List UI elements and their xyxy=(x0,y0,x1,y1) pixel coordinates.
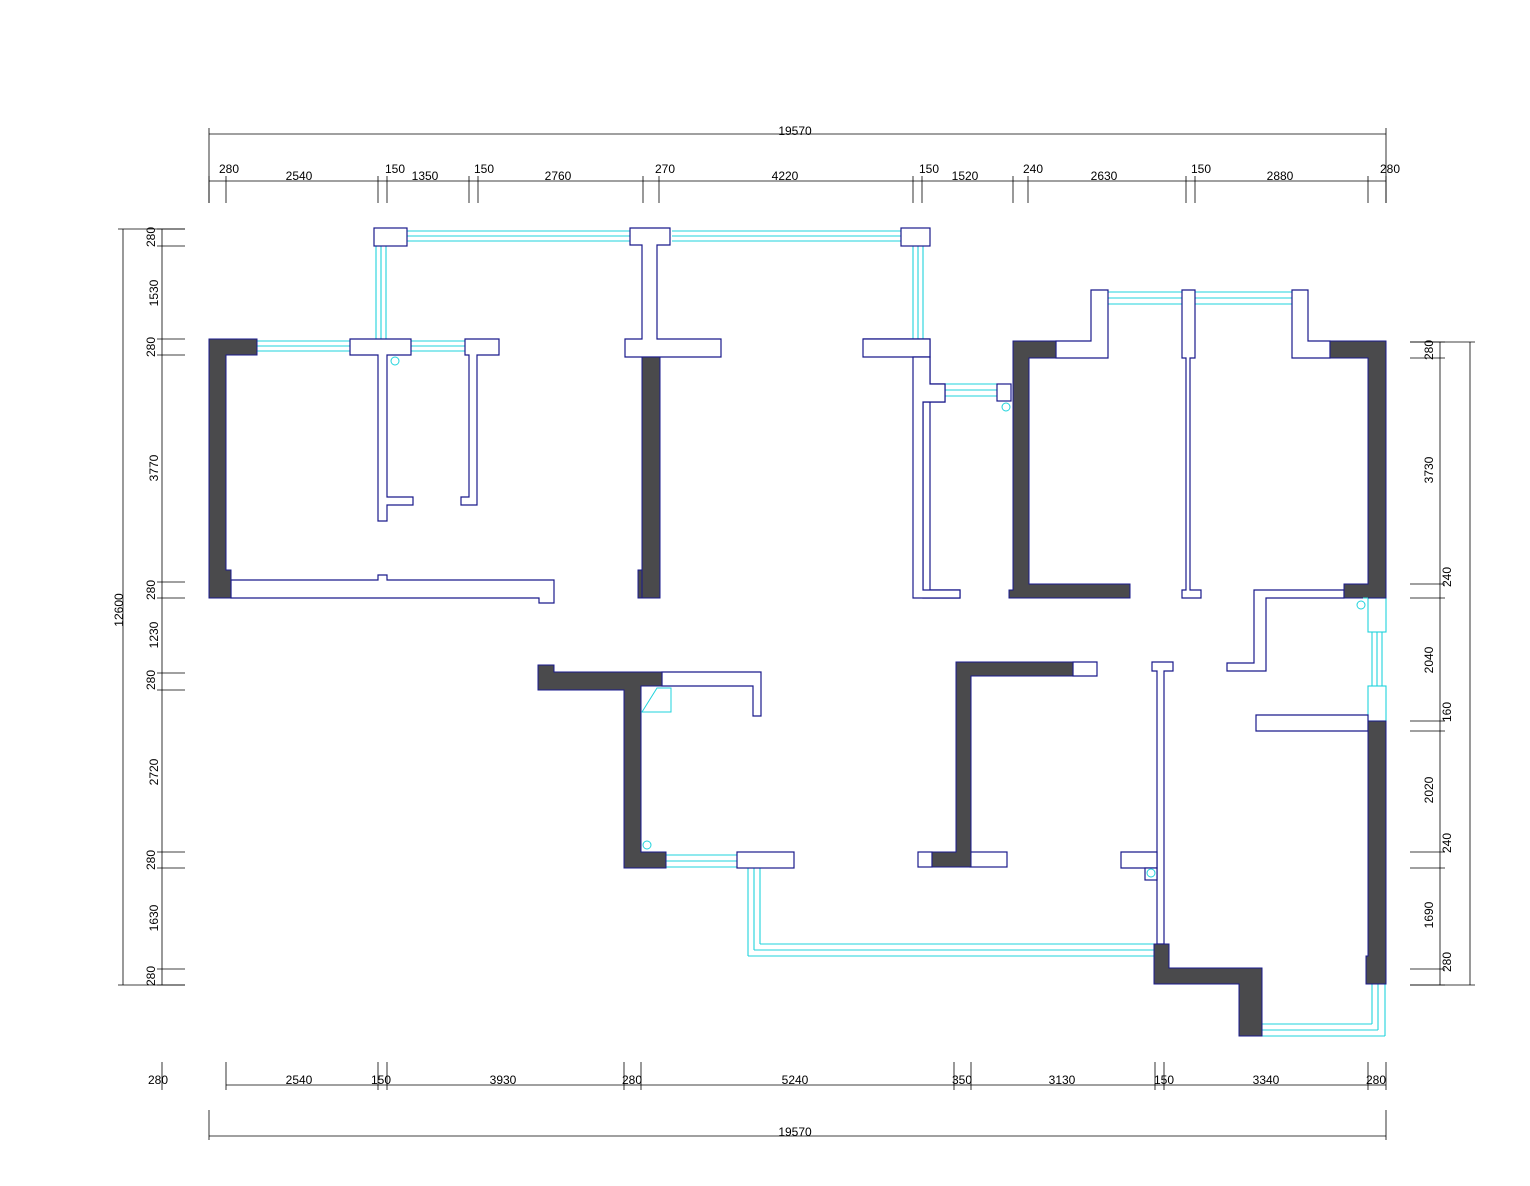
wall-center-right xyxy=(931,661,1074,868)
pipe-icon xyxy=(1001,402,1011,412)
top-total-dim: 19570 xyxy=(778,124,812,138)
right-dim-2: 3730 xyxy=(1422,456,1436,483)
bottom-dim-11: 280 xyxy=(1366,1073,1386,1087)
wall-center-column-foot xyxy=(637,569,643,599)
wall-bedroom-right xyxy=(1008,340,1131,599)
bottom-dimensions: 19570 280 2540 150 3930 280 5240 350 313… xyxy=(148,1062,1387,1140)
window-right-side xyxy=(1367,597,1387,722)
top-dim-11: 240 xyxy=(1023,162,1043,176)
window-bottom-right xyxy=(1262,984,1386,1037)
partition-walls xyxy=(230,227,1369,945)
right-dim-3: 240 xyxy=(1440,567,1454,587)
bottom-dim-5: 280 xyxy=(622,1073,642,1087)
right-dim-8: 1690 xyxy=(1422,901,1436,928)
bottom-dim-3: 150 xyxy=(371,1073,391,1087)
top-dim-13: 150 xyxy=(1191,162,1211,176)
top-dim-8: 4220 xyxy=(772,169,799,183)
left-dim-3: 280 xyxy=(144,337,158,357)
left-dim-4: 3770 xyxy=(147,454,161,481)
bottom-dim-6: 5240 xyxy=(782,1073,809,1087)
left-dim-6: 1230 xyxy=(147,621,161,648)
bottom-dim-8: 3130 xyxy=(1049,1073,1076,1087)
right-dim-7: 240 xyxy=(1440,833,1454,853)
door-swing-icon xyxy=(641,687,672,713)
bottom-dim-9: 150 xyxy=(1154,1073,1174,1087)
pipe-icon xyxy=(1356,600,1366,610)
wall-bottom-corner xyxy=(1153,943,1263,1037)
right-dim-1: 280 xyxy=(1422,340,1436,360)
right-dim-6: 2020 xyxy=(1422,776,1436,803)
right-dim-9: 280 xyxy=(1440,952,1454,972)
left-dim-10: 1630 xyxy=(147,904,161,931)
left-dim-8: 2720 xyxy=(147,758,161,785)
pipe-icon xyxy=(642,840,652,850)
left-dim-5: 280 xyxy=(144,580,158,600)
bottom-dim-10: 3340 xyxy=(1253,1073,1280,1087)
left-dim-9: 280 xyxy=(144,850,158,870)
bottom-dim-7: 350 xyxy=(952,1073,972,1087)
left-dimensions: 12600 280 1530 280 3770 280 1230 280 272… xyxy=(112,227,185,986)
top-dim-1: 280 xyxy=(219,162,239,176)
wall-right-outer xyxy=(1329,340,1387,599)
bottom-total-dim: 19570 xyxy=(778,1125,812,1139)
top-dim-6: 2760 xyxy=(545,169,572,183)
structural-walls xyxy=(208,338,1387,1037)
bottom-dim-4: 3930 xyxy=(490,1073,517,1087)
top-dim-4: 1350 xyxy=(412,169,439,183)
top-dim-3: 150 xyxy=(385,162,405,176)
wall-center-column xyxy=(641,356,661,599)
window-bottom-balcony xyxy=(666,854,1154,957)
top-dim-15: 280 xyxy=(1380,162,1400,176)
pipe-icon xyxy=(390,356,400,366)
top-dim-7: 270 xyxy=(655,162,675,176)
left-dim-7: 280 xyxy=(144,670,158,690)
window-top-right xyxy=(1108,291,1292,305)
top-dim-2: 2540 xyxy=(286,169,313,183)
window-top-left xyxy=(375,230,924,340)
left-dim-11: 280 xyxy=(144,966,158,986)
bottom-dim-1: 280 xyxy=(148,1073,168,1087)
fixtures xyxy=(390,356,1368,878)
bottom-dim-2: 2540 xyxy=(286,1073,313,1087)
window-small-top xyxy=(945,383,997,397)
top-dim-14: 2880 xyxy=(1267,169,1294,183)
left-total-dim: 12600 xyxy=(112,593,126,627)
left-dim-1: 280 xyxy=(144,227,158,247)
top-dim-9: 150 xyxy=(919,162,939,176)
wall-center-left xyxy=(537,664,667,869)
right-dim-5: 160 xyxy=(1440,702,1454,722)
wall-right-lower xyxy=(1365,720,1387,985)
top-dimensions: 19570 280 2540 150 1350 150 2760 270 422… xyxy=(208,124,1400,203)
top-dim-10: 1520 xyxy=(952,169,979,183)
right-dimensions: 280 3730 240 2040 160 2020 240 1690 280 xyxy=(1410,340,1475,986)
wall-bedroom-left xyxy=(208,338,258,599)
window-bedroom-1 xyxy=(257,340,465,352)
top-dim-12: 2630 xyxy=(1091,169,1118,183)
left-dim-2: 1530 xyxy=(147,279,161,306)
pipe-icon xyxy=(1146,868,1156,878)
windows xyxy=(257,230,1387,1037)
top-dim-5: 150 xyxy=(474,162,494,176)
right-dim-4: 2040 xyxy=(1422,646,1436,673)
